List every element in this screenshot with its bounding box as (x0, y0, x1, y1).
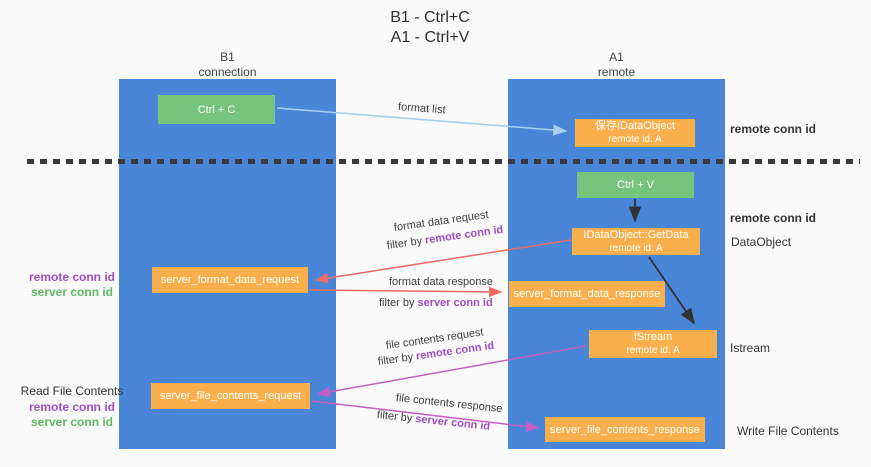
format-data-response-label: format data response (389, 276, 493, 288)
ctrl-v-box: Ctrl + V (577, 172, 694, 198)
phase-divider-dashed-line (27, 159, 860, 164)
idataobject-getdata-box: IDataObject::GetData remote id: A (572, 228, 700, 255)
server-file-contents-request-box: server_file_contents_request (151, 383, 310, 409)
save-idataobject-line2: remote id: A (608, 134, 662, 145)
ctrl-v-label: Ctrl + V (617, 179, 654, 191)
left-conn-id-annotation-top: remote conn id server conn id (24, 270, 120, 300)
title-line-1: B1 - Ctrl+C (390, 9, 470, 26)
left-column-name: B1 (220, 50, 235, 64)
remote-conn-id-annotation-top: remote conn id (730, 122, 817, 136)
right-column-header: A1 remote (508, 50, 725, 80)
server-format-data-request-box: server_format_data_request (152, 267, 308, 293)
server-conn-id-text: server conn id (30, 285, 114, 299)
diagram-title: B1 - Ctrl+C A1 - Ctrl+V (280, 8, 580, 48)
left-column-header: B1 connection (119, 50, 336, 80)
save-idataobject-line1: 保存IDataObject (594, 120, 676, 132)
server-file-contents-request-label: server_file_contents_request (159, 390, 302, 402)
read-file-contents-annotation: Read File Contents (20, 384, 124, 398)
write-file-contents-annotation: Write File Contents (737, 424, 839, 438)
getdata-line2: remote id: A (609, 242, 663, 254)
filter-by-text: filter by (386, 235, 423, 252)
istream-line2: remote id: A (626, 345, 680, 356)
right-column-name: A1 (609, 50, 624, 64)
server-conn-id-text: server conn id (30, 415, 114, 429)
server-format-data-response-box: server_format_data_response (509, 281, 665, 307)
istream-line1: IStream (633, 331, 673, 343)
title-line-2: A1 - Ctrl+V (390, 29, 470, 46)
left-conn-id-annotation-bottom: remote conn id server conn id (24, 400, 120, 430)
server-conn-id-text: server conn id (417, 297, 493, 309)
remote-conn-id-annotation-mid: remote conn id (730, 211, 817, 225)
server-conn-id-text: server conn id (414, 413, 491, 433)
filter-by-text: filter by (376, 409, 413, 425)
format-data-response-arrow (309, 286, 503, 298)
filter-by-text: filter by (377, 351, 414, 368)
istream-box: IStream remote id: A (589, 330, 717, 358)
server-file-contents-response-box: server_file_contents_response (545, 417, 705, 442)
server-format-data-response-label: server_format_data_response (513, 288, 661, 300)
save-idataobject-box: 保存IDataObject remote id: A (575, 119, 695, 147)
getdata-line1: IDataObject::GetData (583, 228, 689, 241)
format-list-label: format list (397, 101, 446, 117)
right-column-role: remote (597, 65, 636, 79)
ctrl-c-label: Ctrl + C (197, 103, 236, 116)
server-file-contents-response-label: server_file_contents_response (550, 423, 700, 436)
server-format-data-request-label: server_format_data_request (160, 274, 300, 286)
remote-conn-id-text: remote conn id (28, 270, 115, 284)
istream-annotation: Istream (730, 341, 771, 355)
dataobject-annotation: DataObject (731, 235, 792, 249)
filter-by-text: filter by (379, 297, 415, 309)
remote-conn-id-text: remote conn id (28, 400, 115, 414)
ctrl-c-box: Ctrl + C (158, 95, 275, 124)
left-column-role: connection (198, 65, 257, 79)
